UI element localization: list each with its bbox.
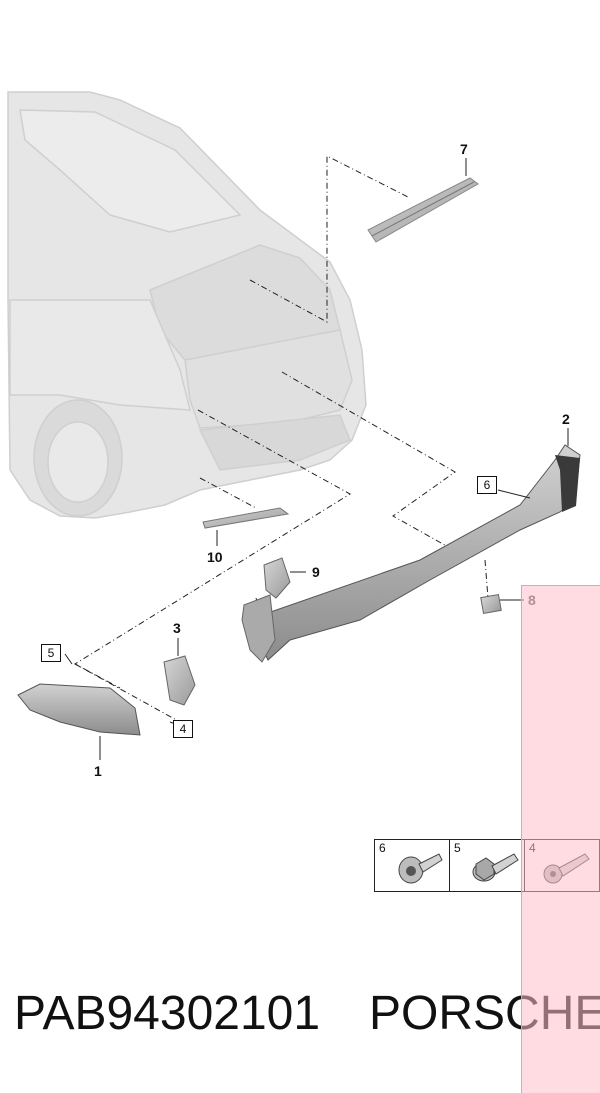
label-part-7: 7 <box>460 141 468 157</box>
part-3-side-bracket <box>163 655 196 706</box>
boxed-label-5: 5 <box>41 644 61 662</box>
label-part-10: 10 <box>207 549 223 565</box>
fastener-number: 6 <box>379 841 386 855</box>
part-10-trim-strip <box>202 507 290 529</box>
hex-flange-bolt-icon <box>472 853 519 882</box>
label-part-2: 2 <box>562 411 570 427</box>
label-part-9: 9 <box>312 564 320 580</box>
part-8-clip <box>480 593 502 615</box>
part-9-bracket <box>263 557 291 599</box>
car-ghost-illustration <box>7 91 367 519</box>
part-7-brake-light-strip <box>367 177 479 243</box>
part-1-corner-trim <box>17 683 141 736</box>
fastener-cell-6: 6 <box>375 840 450 891</box>
part-2-bumper-trim <box>241 444 581 663</box>
label-part-3: 3 <box>173 620 181 636</box>
highlight-overlay <box>521 585 600 1093</box>
boxed-label-6: 6 <box>477 476 497 494</box>
label-part-1: 1 <box>94 763 102 779</box>
part-number-text: PAB94302101 <box>14 987 321 1040</box>
boxed-label-4: 4 <box>173 720 193 738</box>
fastener-cell-5: 5 <box>450 840 525 891</box>
flange-screw-icon <box>398 853 443 884</box>
fastener-number: 5 <box>454 841 461 855</box>
